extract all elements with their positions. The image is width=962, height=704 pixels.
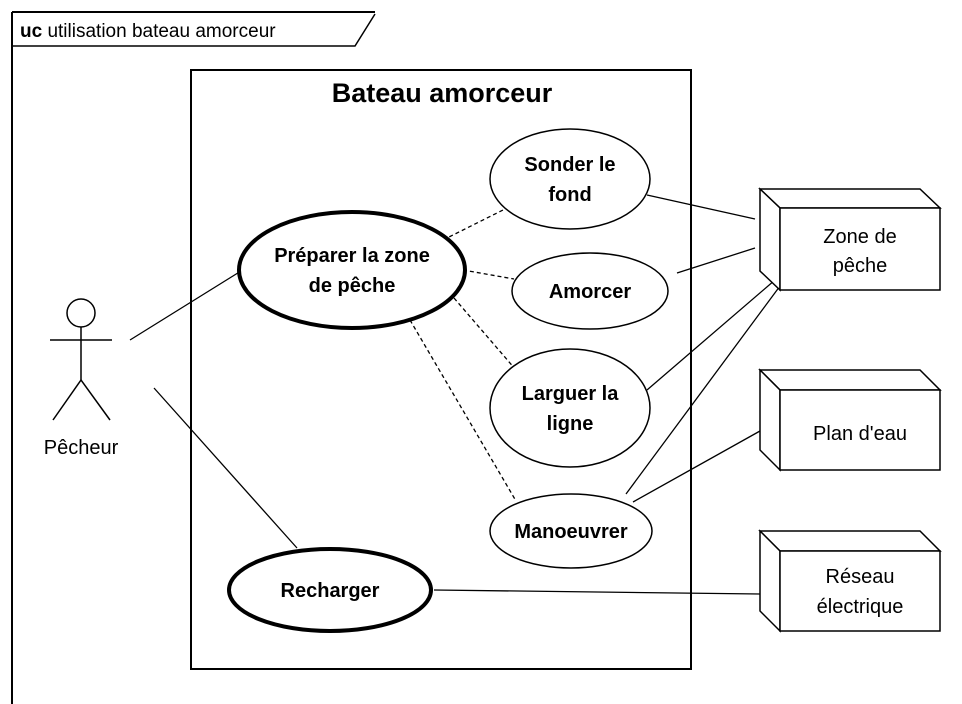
actor-head-icon [66,298,96,328]
association-manoeuvrer-plan-eau [632,430,761,503]
use-case-sonder-label-1: Sonder le [524,154,615,176]
use-case-manoeuvrer-label: Manoeuvrer [514,521,628,543]
use-case-sonder-label-2: fond [548,184,591,206]
node-zone-peche-label-2: pêche [833,255,888,277]
use-case-preparer-label-2: de pêche [309,275,396,297]
node-reseau-label-1: Réseau [826,566,895,588]
association-manoeuvrer-zone [625,285,781,495]
association-sonder-zone [646,194,756,220]
use-case-recharger-label: Recharger [281,580,380,602]
include-sonder [442,209,504,241]
use-case-amorcer: Amorcer [511,252,669,330]
actor-pecheur-label: Pêcheur [44,437,119,459]
node-reseau-label-2: électrique [817,596,904,618]
frame-title: uc utilisation bateau amorceur [20,21,276,42]
use-case-larguer: Larguer la ligne [489,348,651,468]
associations [129,194,781,595]
association-larguer-zone [646,279,776,391]
include-links [409,209,517,502]
use-case-larguer-label-1: Larguer la [522,383,620,405]
use-case-recharger: Recharger [227,547,433,633]
association-recharger-reseau [433,589,761,595]
diagram-frame: uc utilisation bateau amorceur [11,11,376,704]
include-larguer [453,297,517,371]
use-case-amorcer-label: Amorcer [549,281,631,303]
node-plan-eau-label: Plan d'eau [813,423,907,445]
use-case-sonder: Sonder le fond [489,128,651,230]
system-boundary: Bateau amorceur [190,69,692,670]
use-case-larguer-label-2: ligne [547,413,594,435]
use-case-preparer: Préparer la zone de pêche [237,210,467,330]
node-zone-peche-label-1: Zone de [823,226,896,248]
include-amorcer [462,269,515,280]
actor-pecheur [50,298,112,421]
node-plan-eau: Plan d'eau [758,368,942,472]
use-case-preparer-label-1: Préparer la zone [274,245,430,267]
association-amorcer-zone [676,247,756,274]
node-zone-peche: Zone de pêche [758,187,942,292]
node-reseau-electrique: Réseau électrique [758,529,942,633]
use-case-manoeuvrer: Manoeuvrer [489,493,653,569]
association-pecheur-preparer [129,270,242,341]
association-pecheur-recharger [153,387,298,549]
system-title: Bateau amorceur [332,78,553,108]
